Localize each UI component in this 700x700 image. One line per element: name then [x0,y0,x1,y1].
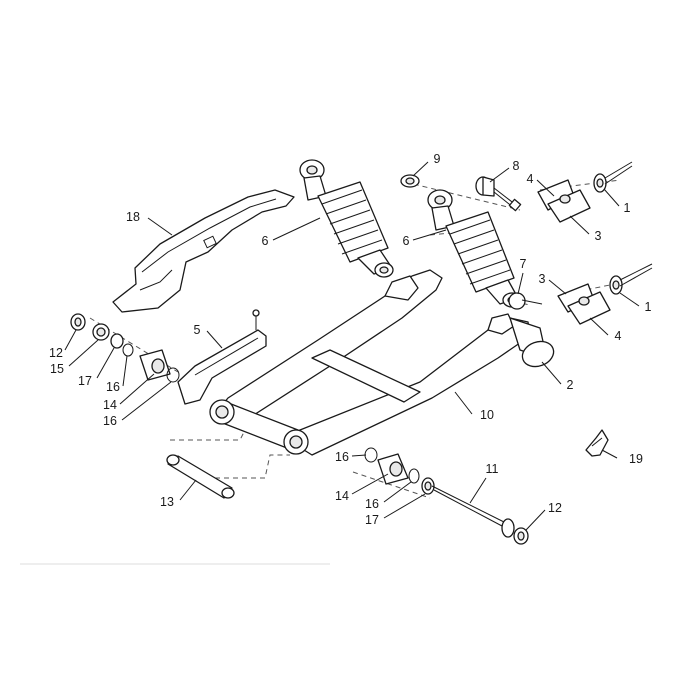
left-pivot-stack [70,313,180,383]
upper-bolt [593,161,633,193]
callout-6-left: 6 [262,234,269,248]
shock-absorber-left [299,159,394,278]
chain-guard-cover [112,189,295,313]
callout-17-left: 17 [78,374,92,388]
callout-18: 18 [126,210,140,224]
callout-10: 10 [480,408,494,422]
callout-17-right: 17 [365,513,379,527]
shock-bolt [475,176,522,212]
chain-guard-bracket [177,309,267,405]
shock-absorber-right [427,189,522,308]
callout-19: 19 [629,452,643,466]
callout-labels: 18 6 6 9 8 4 1 3 7 3 1 4 2 10 5 19 12 15… [49,152,651,527]
callout-16-right-a: 16 [335,450,349,464]
lower-bolt [609,263,653,295]
shock-bracket-upper [537,179,591,223]
callout-1-lower: 1 [645,300,652,314]
disc-plate [521,340,555,368]
swing-arm-frame [209,269,545,456]
pivot-sleeve [166,454,235,499]
callout-9: 9 [434,152,441,166]
callout-5: 5 [194,323,201,337]
callout-16-left-b: 16 [103,414,117,428]
shock-bracket-lower [557,283,611,325]
upper-bush [400,174,420,188]
callout-3-upper: 3 [595,229,602,243]
callout-3-lower: 3 [539,272,546,286]
spring-clip [585,429,609,457]
callout-16-right-b: 16 [365,497,379,511]
callout-16-left-a: 16 [106,380,120,394]
callout-1-upper: 1 [624,201,631,215]
callout-13: 13 [160,495,174,509]
callout-2: 2 [567,378,574,392]
pivot-bolt [431,485,515,538]
callout-8: 8 [513,159,520,173]
ball-joint [508,292,543,310]
leader-lines [64,161,640,531]
right-pivot-stack [364,447,435,495]
callout-14-left: 14 [103,398,117,412]
pivot-nut [513,527,529,545]
callout-12-left: 12 [49,346,63,360]
callout-14-right: 14 [335,489,349,503]
callout-15: 15 [50,362,64,376]
callout-11: 11 [486,462,499,476]
callout-12-right: 12 [548,501,562,515]
callout-6-right: 6 [403,234,410,248]
callout-7: 7 [520,257,527,271]
callout-4-upper: 4 [527,172,534,186]
callout-4-lower: 4 [615,329,622,343]
